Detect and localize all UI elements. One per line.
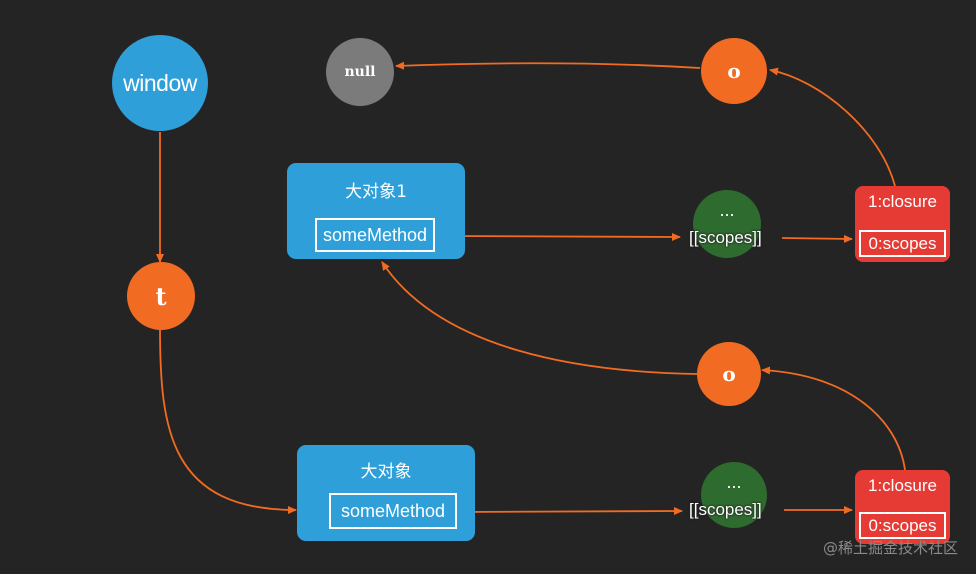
arrow-method-bottom-to-dots-bottom: [459, 507, 683, 516]
o-node-top: o: [701, 38, 767, 104]
o-top-label: o: [727, 59, 741, 83]
dots-bottom-label: ...: [726, 472, 742, 492]
scopes-label-top: [[scopes]]: [689, 228, 762, 247]
arrow-dots-top-to-closure-top: [781, 234, 853, 243]
arrow-o-bottom-to-top-object: [381, 261, 698, 375]
window-label: window: [123, 69, 197, 96]
scopes-bottom-slot: 0:scopes: [859, 512, 946, 539]
arrow-o-top-to-null: [395, 61, 701, 70]
scopes-top-slot: 0:scopes: [859, 230, 946, 257]
o-bottom-label: o: [722, 362, 736, 386]
t-label: t: [155, 281, 167, 311]
closure-bottom-label: 1:closure: [868, 476, 937, 495]
arrow-closure-top-to-o-top: [769, 67, 896, 187]
closure-box-bottom: 1:closure 0:scopes: [855, 470, 950, 544]
null-node: null: [326, 38, 394, 106]
closure-top-label: 1:closure: [868, 192, 937, 211]
watermark: @稀土掘金技术社区: [822, 539, 958, 557]
big-object-bottom-title: 大对象: [360, 462, 412, 482]
closure-box-top: 1:closure 0:scopes: [855, 186, 950, 262]
some-method-top: someMethod: [315, 218, 435, 252]
arrow-t-to-bottom-object: [159, 327, 297, 514]
big-object-top-title: 大对象1: [345, 182, 407, 202]
t-node: t: [127, 262, 195, 330]
o-node-bottom: o: [697, 342, 761, 406]
window-node: window: [112, 35, 208, 131]
big-object-top: 大对象1 someMethod: [287, 163, 465, 259]
scope-dots-bottom: ...: [701, 462, 767, 528]
scope-dots-top: ...: [693, 190, 761, 258]
big-object-bottom: 大对象 someMethod: [297, 445, 475, 541]
dots-top-label: ...: [719, 200, 735, 220]
scopes-label-bottom: [[scopes]]: [689, 500, 762, 519]
arrow-closure-bottom-to-o-bottom: [761, 366, 906, 471]
arrow-method-top-to-dots-top: [447, 232, 681, 241]
null-label: null: [344, 64, 376, 80]
some-method-bottom: someMethod: [329, 493, 457, 529]
